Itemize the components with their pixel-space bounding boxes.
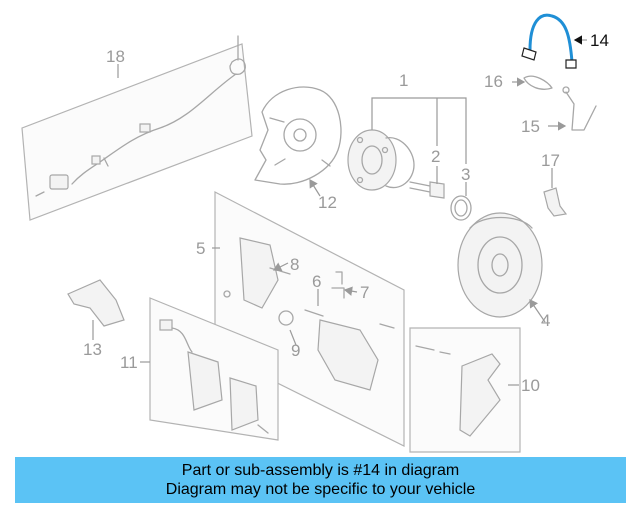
part-5-caliper-panel — [214, 191, 405, 447]
callout-14: 14 — [590, 31, 609, 50]
part-11-brake-pads-panel — [149, 297, 279, 441]
part-2-hub-bolt — [409, 181, 445, 199]
callout-10: 10 — [521, 376, 540, 395]
leader-lines — [92, 35, 587, 386]
callout-17: 17 — [541, 151, 560, 170]
callout-11: 11 — [120, 353, 138, 372]
callout-12: 12 — [318, 193, 337, 212]
part-14-brake-hose-highlighted — [521, 13, 577, 69]
callout-15: 15 — [521, 117, 540, 136]
callout-7: 7 — [360, 283, 369, 302]
part-13-mount-bracket — [67, 279, 125, 327]
callout-16: 16 — [484, 72, 503, 91]
info-banner: Part or sub-assembly is #14 in diagram D… — [15, 457, 626, 503]
part-18-abs-sensor-panel — [21, 35, 253, 221]
callout-4: 4 — [541, 311, 550, 330]
callout-13: 13 — [83, 340, 102, 359]
part-10-caliper-bracket-panel — [409, 327, 521, 453]
callout-5: 5 — [196, 239, 205, 258]
banner-line-1: Part or sub-assembly is #14 in diagram — [181, 462, 460, 479]
part-1-wheel-hub — [347, 129, 415, 191]
callout-1: 1 — [399, 71, 408, 90]
part-16-clip — [523, 75, 553, 90]
callout-labels: 18 1 2 3 12 5 8 6 7 4 9 13 11 10 14 16 1… — [83, 31, 609, 395]
callout-8: 8 — [290, 255, 299, 274]
callout-18: 18 — [106, 47, 125, 66]
part-15-brake-line — [562, 86, 597, 131]
callout-9: 9 — [291, 341, 300, 360]
banner-line-2: Diagram may not be specific to your vehi… — [165, 481, 476, 498]
callout-2: 2 — [431, 147, 440, 166]
part-12-dust-shield — [254, 86, 342, 185]
part-3-ring — [450, 195, 472, 221]
part-17-sensor — [543, 187, 568, 217]
part-4-brake-rotor — [457, 212, 543, 318]
callout-3: 3 — [461, 165, 470, 184]
callout-6: 6 — [312, 272, 321, 291]
